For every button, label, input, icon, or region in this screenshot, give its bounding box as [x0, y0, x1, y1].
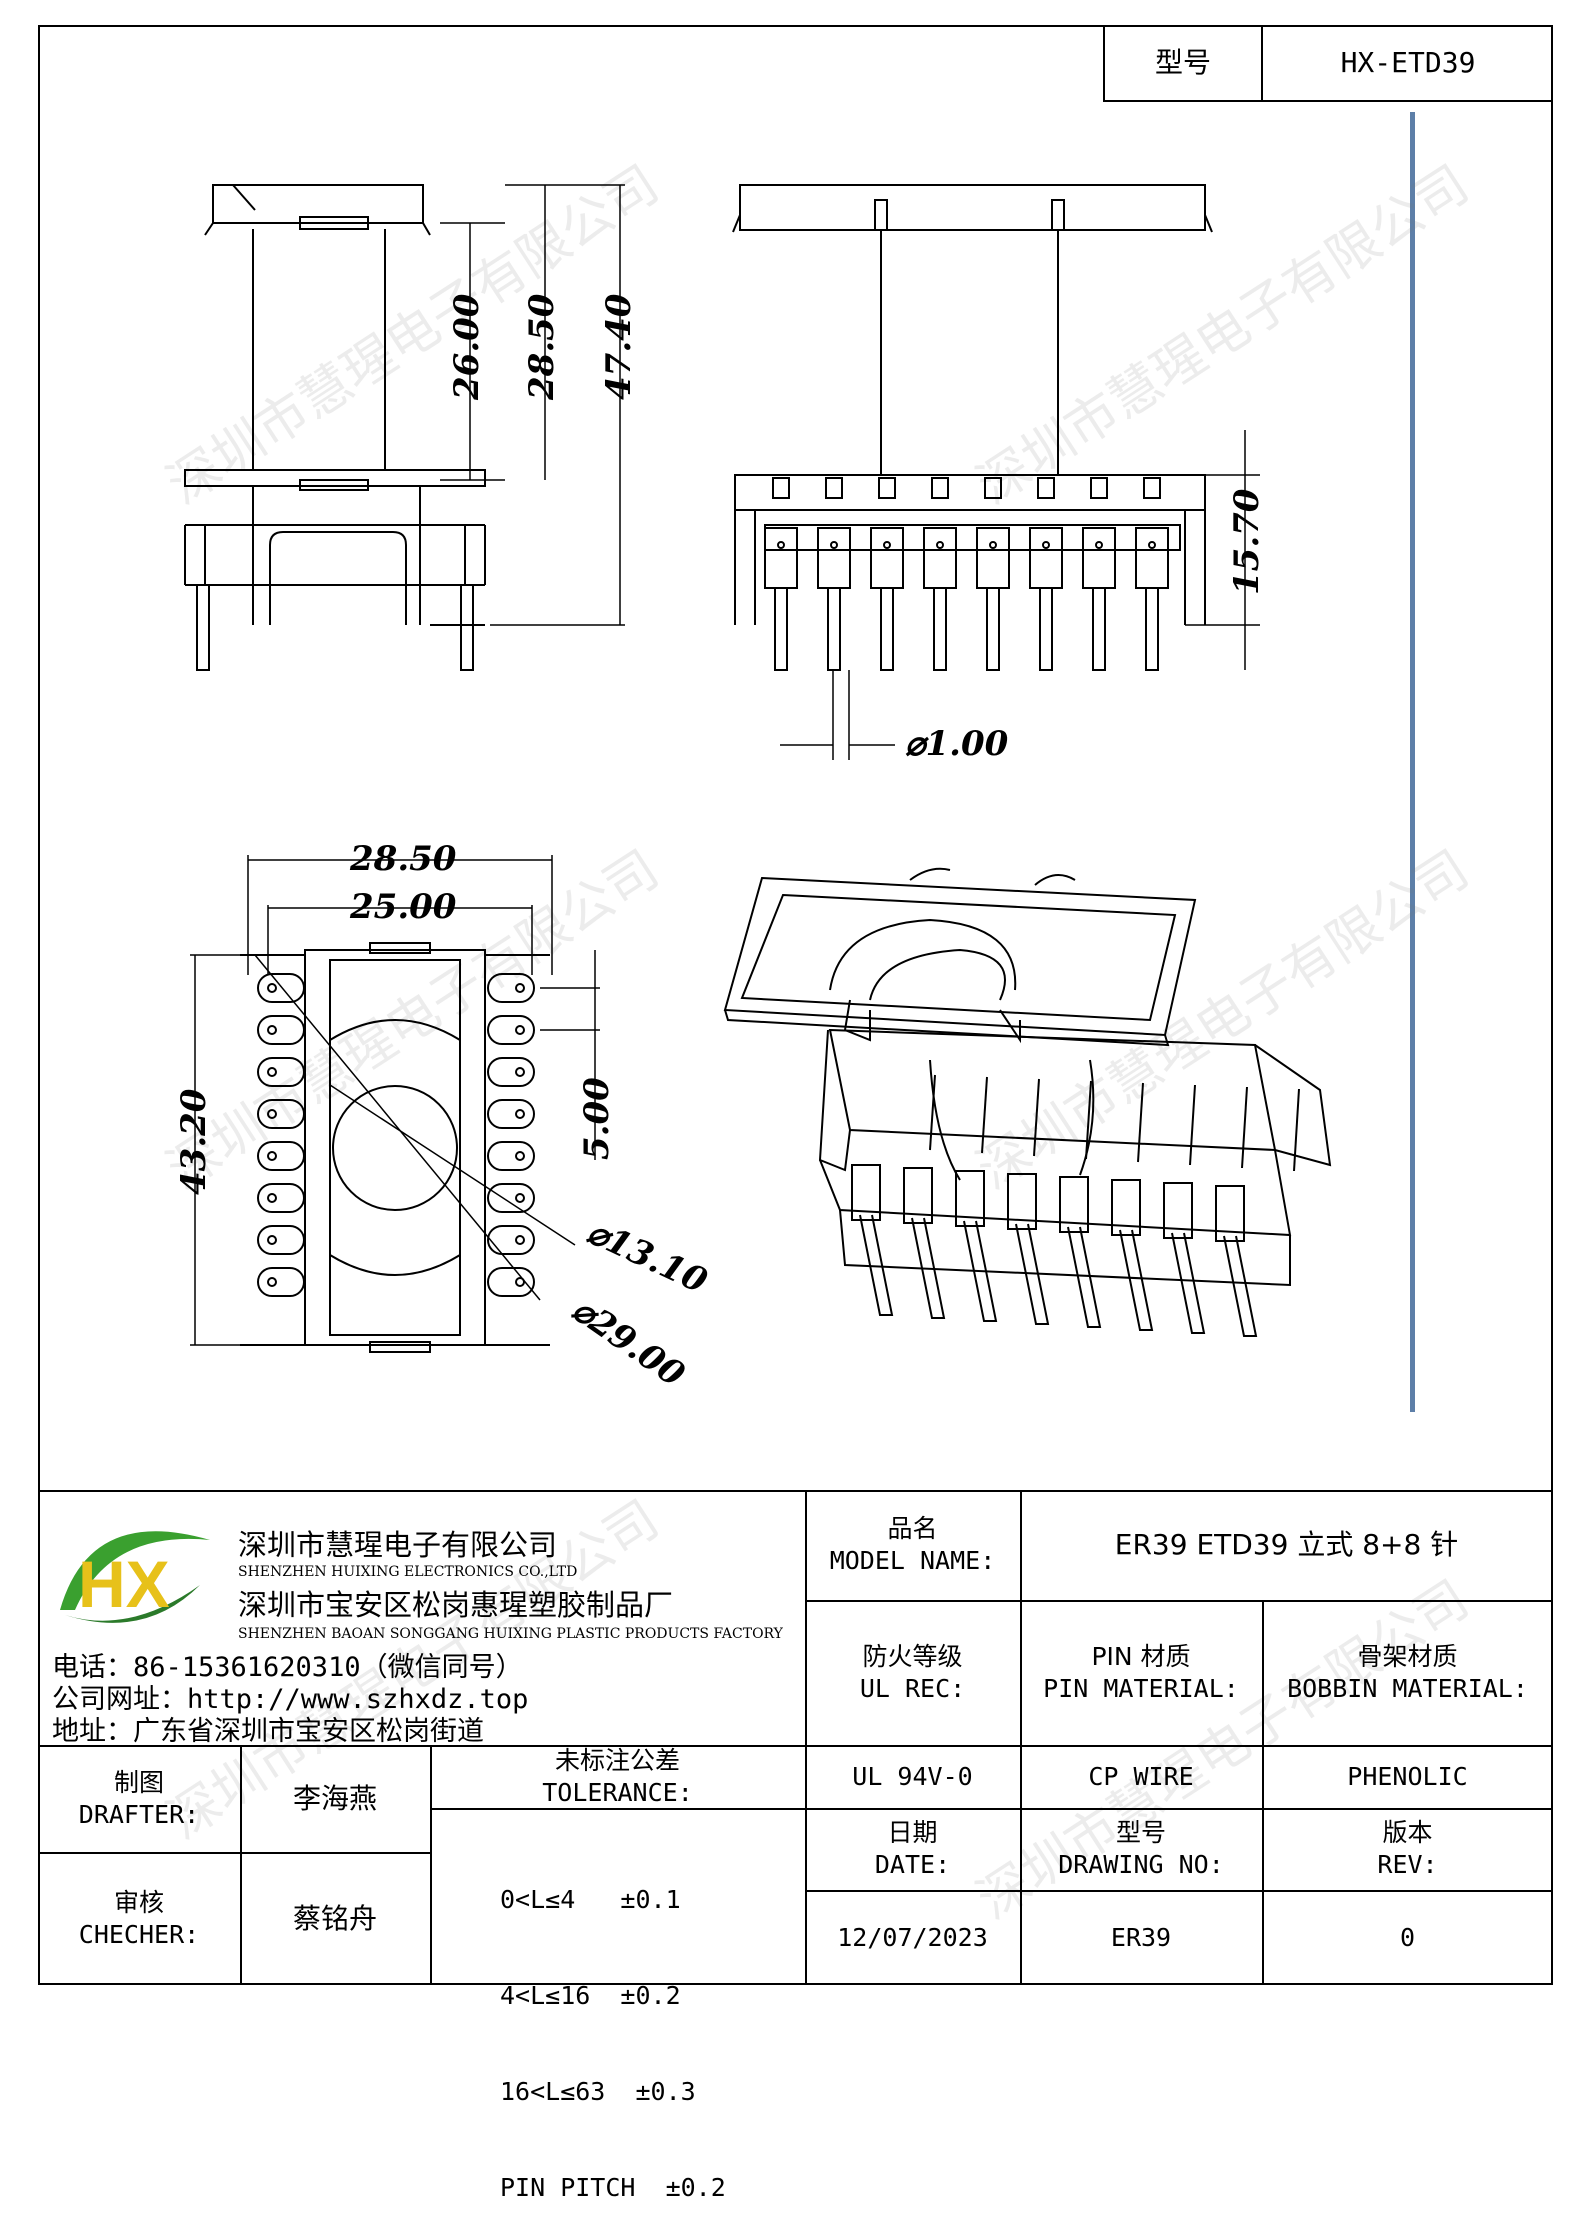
- website: 公司网址：http://www.szhxdz.top: [52, 1684, 529, 1715]
- date-value: 12/07/2023: [837, 1922, 988, 1952]
- phone: 电话：86-15361620310（微信同号）: [52, 1652, 523, 1683]
- top-pin-slot: [257, 973, 305, 1003]
- iso-pin: [1215, 1088, 1300, 1337]
- svg-text:HX: HX: [78, 1547, 170, 1621]
- tolerance-lines: 0<L≤4 ±0.1 4<L≤16 ±0.2 16<L≤63 ±0.3 PIN …: [500, 1820, 726, 2236]
- drawing-no-value: ER39: [1110, 1922, 1172, 1952]
- pin-material-value: CP WIRE: [1088, 1761, 1194, 1791]
- dim-47-4: 47.40: [599, 293, 639, 400]
- drafter-name: 李海燕: [292, 1781, 377, 1815]
- top-pin-slot: [257, 1225, 305, 1255]
- bobbin-material-value: PHENOLIC: [1347, 1761, 1468, 1791]
- top-pins: [257, 973, 535, 1297]
- address: 地址：广东省深圳市宝安区松岗街道: [52, 1716, 484, 1747]
- tolerance-line: PIN PITCH ±0.2: [500, 2173, 726, 2202]
- dim-top-28-5: 28.50: [349, 839, 457, 879]
- dim-29: ⌀29.00: [565, 1290, 692, 1396]
- factory-name-en: SHENZHEN BAOAN SONGGANG HUIXING PLASTIC …: [238, 1626, 783, 1642]
- front-view: [184, 184, 625, 671]
- top-pin-slot: [487, 1225, 535, 1255]
- checker-name: 蔡铭舟: [292, 1901, 377, 1935]
- dim-26: 26.00: [447, 293, 487, 401]
- side-pin: [976, 477, 1010, 671]
- drawing-frame: [38, 25, 1553, 1985]
- dim-top-25: 25.00: [349, 887, 457, 927]
- title-block-top: [38, 1490, 1553, 1492]
- top-pin-slot: [257, 1015, 305, 1045]
- side-pin: [764, 477, 798, 671]
- top-pin-slot: [257, 1183, 305, 1213]
- top-pin-slot: [487, 1015, 535, 1045]
- isometric-view: [723, 867, 1332, 1287]
- top-pin-slot: [487, 1057, 535, 1087]
- top-pin-slot: [487, 973, 535, 1003]
- top-pin-slot: [487, 1183, 535, 1213]
- header-model-value: HX-ETD39: [1261, 25, 1553, 102]
- iso-pin: [1059, 1082, 1144, 1328]
- side-pin: [1029, 477, 1063, 671]
- dim-43-2: 43.20: [174, 1088, 214, 1195]
- website-link[interactable]: http://www.szhxdz.top: [187, 1684, 529, 1715]
- dim-28-5: 28.50: [522, 293, 562, 401]
- factory-name-cn: 深圳市宝安区松岗惠瑆塑胶制品厂: [238, 1588, 674, 1622]
- company-logo: HX: [60, 1531, 210, 1623]
- iso-pins: [851, 1074, 1300, 1337]
- iso-pin: [1111, 1084, 1196, 1331]
- dim-15-7: 15.70: [1227, 488, 1267, 595]
- company-name-cn: 深圳市慧瑆电子有限公司: [238, 1528, 558, 1562]
- side-pins: [764, 477, 1169, 671]
- tolerance-line: 4<L≤16 ±0.2: [500, 1981, 681, 2010]
- top-view: [240, 942, 576, 1353]
- iso-pin: [1007, 1080, 1092, 1325]
- top-pin-slot: [257, 1141, 305, 1171]
- top-pin-slot: [487, 1267, 535, 1297]
- side-pin: [817, 477, 851, 671]
- technical-drawing: 26.00 28.50 47.40 15.70 ⌀1.00 28.50: [174, 184, 1332, 1396]
- top-pin-slot: [487, 1099, 535, 1129]
- iso-pin: [955, 1078, 1040, 1322]
- company-name-en: SHENZHEN HUIXING ELECTRONICS CO.,LTD: [238, 1564, 578, 1580]
- ul-rec-value: UL 94V-0: [852, 1761, 973, 1791]
- tolerance-line: 0<L≤4 ±0.1: [500, 1885, 681, 1914]
- header-model-label: 型号: [1103, 25, 1261, 102]
- side-pin: [870, 477, 904, 671]
- side-pin: [923, 477, 957, 671]
- side-view: [732, 184, 1213, 625]
- accent-line: [1410, 112, 1415, 1412]
- side-pin: [1135, 477, 1169, 671]
- iso-pin: [851, 1074, 936, 1316]
- dim-pin-dia: ⌀1.00: [905, 724, 1009, 764]
- top-pin-slot: [487, 1141, 535, 1171]
- dim-5: 5.00: [577, 1077, 617, 1160]
- iso-pin: [903, 1076, 988, 1319]
- top-pin-slot: [257, 1057, 305, 1087]
- top-pin-slot: [257, 1267, 305, 1297]
- model-name-value: ER39 ETD39 立式 8+8 针: [1114, 1528, 1459, 1561]
- rev-value: 0: [1399, 1922, 1416, 1952]
- dim-13-1: ⌀13.10: [581, 1212, 713, 1302]
- iso-pin: [1163, 1086, 1248, 1334]
- tolerance-line: 16<L≤63 ±0.3: [500, 2077, 696, 2106]
- top-pin-slot: [257, 1099, 305, 1129]
- side-pin: [1082, 477, 1116, 671]
